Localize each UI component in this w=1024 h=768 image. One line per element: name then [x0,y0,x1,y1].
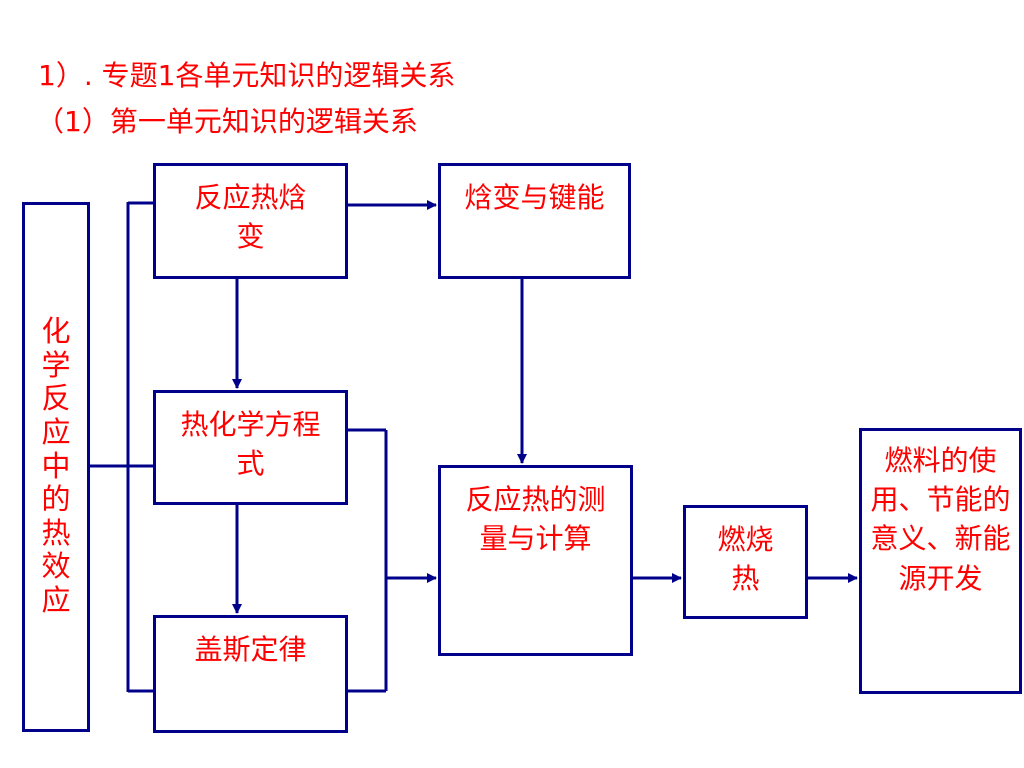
node-chemical-heat-effect: 化学反应中的热效应 [22,202,90,732]
node-label: 燃烧热 [717,523,774,596]
node-label: 反应热焓变 [194,181,307,254]
node-label: 焓变与键能 [464,181,605,214]
node-label: 盖斯定律 [194,633,307,666]
node-label: 化学反应中的热效应 [41,314,71,617]
node-bond-energy: 焓变与键能 [438,163,631,279]
node-fuel-usage: 燃料的使用、节能的意义、新能源开发 [859,428,1022,694]
node-label: 反应热的测量与计算 [465,483,606,556]
node-label: 燃料的使用、节能的意义、新能源开发 [870,444,1011,595]
node-reaction-heat: 反应热焓变 [153,163,348,279]
node-hess-law: 盖斯定律 [153,615,348,733]
node-combustion-heat: 燃烧热 [683,505,808,619]
heading-line-1: 1）. 专题1各单元知识的逻辑关系 [38,59,456,92]
heading-line-2: （1）第一单元知识的逻辑关系 [36,105,418,138]
node-thermo-equation: 热化学方程式 [153,390,348,505]
node-label: 热化学方程式 [180,408,321,481]
node-measurement: 反应热的测量与计算 [438,465,633,656]
